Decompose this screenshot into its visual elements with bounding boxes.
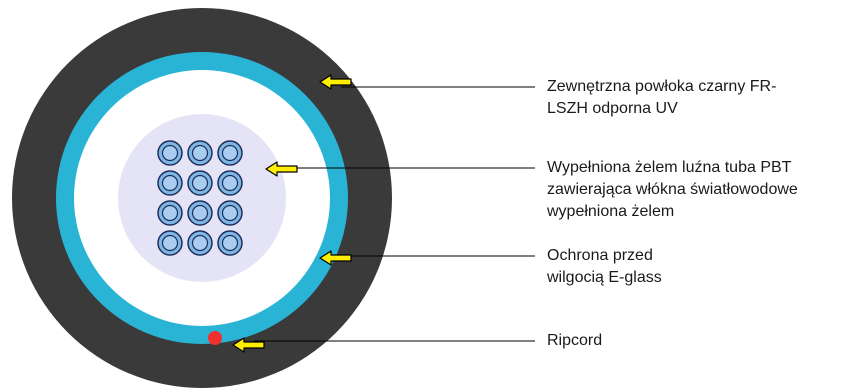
fiber-core-5 bbox=[191, 174, 209, 192]
label-loose-tube-line-2: zawierająca włókna światłowodowe bbox=[547, 181, 798, 198]
label-loose-tube-line-1: Wypełniona żelem luźna tuba PBT bbox=[547, 159, 792, 176]
fiber-core-2 bbox=[191, 144, 209, 162]
arrow-moisture-barrier bbox=[319, 250, 352, 266]
arrow-ripcord bbox=[232, 337, 265, 353]
fiber-core-9 bbox=[221, 204, 239, 222]
label-outer-jacket-line-2: LSZH odporna UV bbox=[547, 100, 678, 117]
fiber-core-7 bbox=[161, 204, 179, 222]
fiber-core-10 bbox=[161, 234, 179, 252]
fiber-core-11 bbox=[191, 234, 209, 252]
label-ripcord-text: Ripcord bbox=[547, 332, 603, 349]
label-moisture-barrier: Ochrona przed wilgocią E-glass bbox=[547, 245, 662, 289]
label-loose-tube: Wypełniona żelem luźna tuba PBT zawieraj… bbox=[547, 157, 798, 223]
arrow-loose-tube bbox=[265, 161, 298, 177]
fiber-core-6 bbox=[221, 174, 239, 192]
ripcord-marker bbox=[208, 331, 222, 345]
loose-tube bbox=[118, 114, 286, 282]
fiber-core-3 bbox=[221, 144, 239, 162]
arrow-outer-jacket bbox=[319, 74, 352, 90]
label-loose-tube-line-3: wypełniona żelem bbox=[547, 203, 675, 220]
fiber-core-1 bbox=[161, 144, 179, 162]
label-moisture-barrier-line-2: wilgocią E-glass bbox=[547, 269, 662, 286]
label-outer-jacket-line-1: Zewnętrzna powłoka czarny FR- bbox=[547, 78, 777, 95]
fiber-core-4 bbox=[161, 174, 179, 192]
fiber-core-12 bbox=[221, 234, 239, 252]
optical-fibers bbox=[157, 140, 243, 256]
label-outer-jacket: Zewnętrzna powłoka czarny FR- LSZH odpor… bbox=[547, 76, 776, 120]
fiber-core-8 bbox=[191, 204, 209, 222]
label-moisture-barrier-line-1: Ochrona przed bbox=[547, 247, 653, 264]
label-ripcord: Ripcord bbox=[547, 330, 602, 352]
